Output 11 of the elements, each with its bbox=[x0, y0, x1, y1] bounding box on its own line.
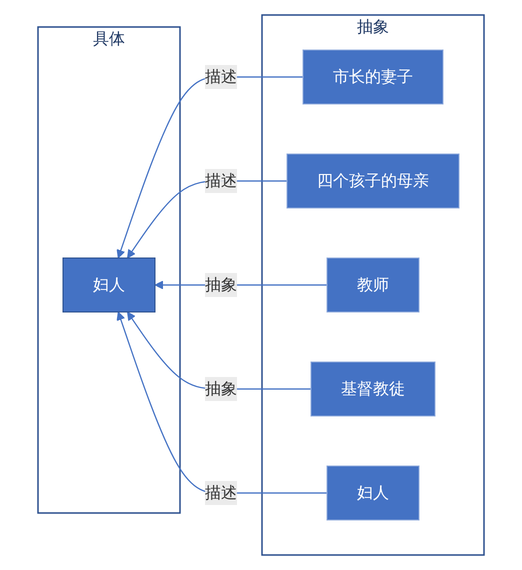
node-box: 妇人 bbox=[326, 466, 420, 520]
node-box: 四个孩子的母亲 bbox=[286, 154, 460, 208]
edge-label: 描述 bbox=[205, 67, 237, 86]
edge-label: 抽象 bbox=[205, 275, 237, 294]
node-box: 市长的妻子 bbox=[302, 50, 444, 104]
edge-label: 抽象 bbox=[205, 379, 237, 398]
edge-label: 描述 bbox=[205, 483, 237, 502]
node-box: 妇人 bbox=[62, 258, 156, 312]
edge-label: 描述 bbox=[205, 171, 237, 190]
node-box: 基督教徒 bbox=[310, 362, 436, 416]
node-box: 教师 bbox=[326, 258, 420, 312]
